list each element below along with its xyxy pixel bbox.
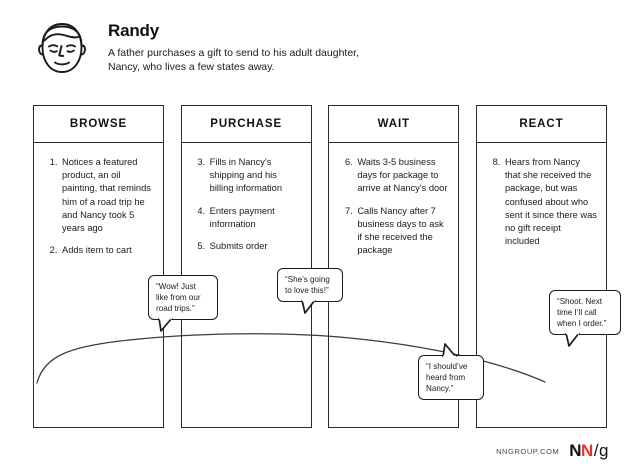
quote-text: “Wow! Just like from our road trips.” [156,282,201,313]
list-item: Hears from Nancy that she received the p… [503,156,597,248]
stage-body-react: Hears from Nancy that she received the p… [477,143,606,427]
stage-column-wait: WAIT Waits 3-5 business days for package… [328,105,460,428]
stage-title-browse: BROWSE [69,118,128,130]
list-item: Submits order [208,240,302,253]
step-list-purchase: Fills in Nancy's shipping and his billin… [191,156,302,253]
quote-text: “Shoot. Next time I’ll call when I order… [557,297,607,328]
list-item: Waits 3-5 business days for package to a… [355,156,449,196]
footer-site-url: NNGROUP.COM [496,446,560,456]
stage-column-browse: BROWSE Notices a featured product, an oi… [33,105,164,428]
quote-bubble-react: “Shoot. Next time I’ll call when I order… [549,290,621,347]
stage-column-purchase: PURCHASE Fills in Nancy's shipping and h… [180,105,312,428]
nng-logo-slash: / [593,441,599,460]
nng-logo-n2: N [581,441,593,460]
stage-header-wait: WAIT [329,106,459,143]
list-item: Notices a featured product, an oil paint… [60,156,154,235]
stage-body-browse: Notices a featured product, an oil paint… [34,143,163,427]
stage-body-purchase: Fills in Nancy's shipping and his billin… [182,143,311,427]
stage-title-wait: WAIT [377,118,410,130]
male-face-avatar-icon [30,16,94,80]
quote-text: “She’s going to love this!” [285,275,330,295]
quote-text: “I should’ve heard from Nancy.” [426,362,468,393]
stage-columns: BROWSE Notices a featured product, an oi… [33,105,607,428]
list-item: Adds item to cart [60,244,154,257]
stage-title-purchase: PURCHASE [210,118,283,130]
list-item: Calls Nancy after 7 business days to ask… [355,205,449,258]
bubble-tail-icon [442,343,457,357]
nng-logo-n1: N [569,441,582,460]
quote-bubble-purchase: “She’s going to love this!” [277,268,343,314]
stage-body-wait: Waits 3-5 business days for package to a… [329,143,458,427]
persona-description: A father purchases a gift to send to his… [108,46,360,74]
stage-header-react: REACT [476,106,606,143]
list-item: Fills in Nancy's shipping and his billin… [208,156,302,196]
persona-name: Randy [108,21,159,40]
stage-header-browse: BROWSE [34,106,163,143]
stage-column-react: REACT Hears from Nancy that she received… [475,105,607,428]
quote-bubble-wait: “I should’ve heard from Nancy.” [418,343,484,400]
step-list-browse: Notices a featured product, an oil paint… [43,156,154,257]
bubble-tail-icon [301,300,316,314]
list-item: Enters payment information [208,205,302,231]
bubble-tail-icon [565,333,580,347]
quote-bubble-browse: “Wow! Just like from our road trips.” [148,275,218,332]
persona-text: Randy A father purchases a gift to send … [108,16,360,75]
stage-header-purchase: PURCHASE [181,106,311,143]
persona-block: Randy A father purchases a gift to send … [30,16,360,80]
step-list-react: Hears from Nancy that she received the p… [486,156,597,248]
nng-logo-g: g [599,441,608,460]
bubble-tail-icon [158,318,173,332]
stage-title-react: REACT [519,118,564,130]
step-list-wait: Waits 3-5 business days for package to a… [338,156,449,257]
